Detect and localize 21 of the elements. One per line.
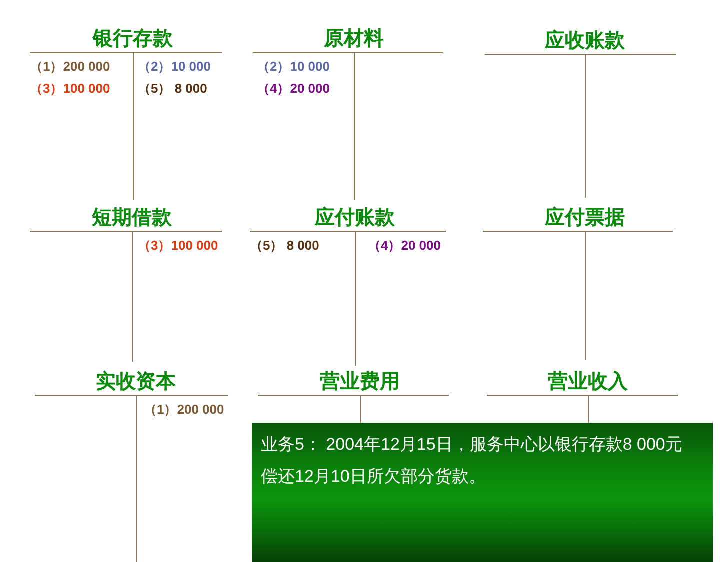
- entry-amount: （5） 8 000: [138, 81, 208, 97]
- entry-amount: （2）10 000: [257, 59, 330, 75]
- note-panel: [252, 423, 713, 562]
- note-text: 业务5： 2004年12月15日，服务中心以银行存款8 000元偿还12月10日所欠部分货款。: [261, 434, 684, 488]
- entry-amount: （5） 8 000: [250, 238, 320, 254]
- entry-amount: （3）100 000: [30, 81, 110, 97]
- account-title: 原材料: [324, 28, 384, 50]
- account-title: 银行存款: [93, 28, 173, 50]
- account-title: 应付账款: [315, 207, 395, 229]
- account-title: 短期借款: [92, 207, 172, 229]
- entry-amount: （3）100 000: [138, 238, 218, 254]
- entry-amount: （1）200 000: [30, 59, 110, 75]
- entry-amount: （1）200 000: [144, 402, 224, 418]
- entry-amount: （4）20 000: [368, 238, 441, 254]
- entry-amount: （2）10 000: [138, 59, 211, 75]
- account-title: 营业费用: [320, 371, 400, 393]
- account-title: 应收账款: [545, 30, 625, 52]
- account-title: 应付票据: [545, 207, 625, 229]
- entry-amount: （4）20 000: [257, 81, 330, 97]
- account-title: 营业收入: [548, 371, 628, 393]
- account-title: 实收资本: [96, 371, 176, 393]
